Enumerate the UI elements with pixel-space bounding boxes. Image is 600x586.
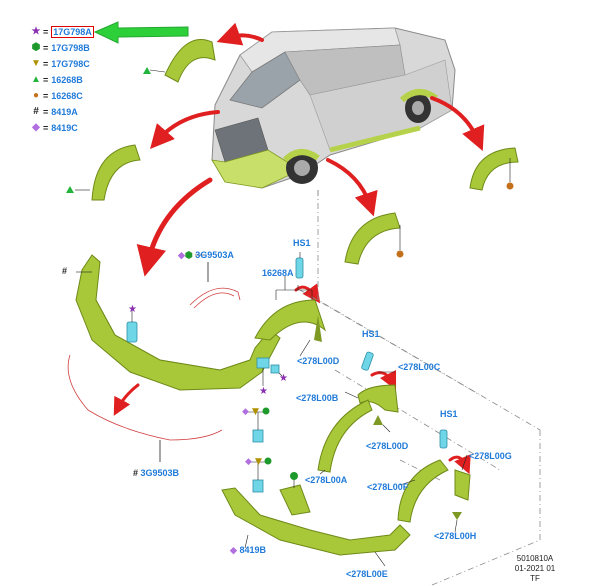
svg-text:◆: ◆ — [245, 457, 252, 467]
leader-lines — [195, 254, 468, 567]
drawing-code: TF — [530, 574, 540, 583]
arch-extension-front — [254, 285, 327, 342]
label-3g9503a: ◆⬢ 3G9503A — [178, 250, 234, 260]
legend-part-number: 16268B — [51, 75, 83, 85]
drawing-reference: 5010810A 01-2021 01 TF — [505, 554, 565, 584]
label-3g9503b: # 3G9503B — [133, 468, 180, 478]
legend-row: ▲=16268B — [30, 74, 83, 86]
circle-icon: ● — [32, 90, 40, 101]
clip-lower-left: ◆ ▼ — [242, 407, 270, 443]
legend-row: # =8419A — [30, 106, 78, 118]
label-278l00c: <278L00C — [398, 362, 441, 372]
legend-part-number: 17G798C — [51, 59, 90, 69]
legend-part-number: 8419C — [51, 123, 78, 133]
legend-part-number: 17G798B — [51, 43, 90, 53]
svg-text:◆: ◆ — [242, 407, 249, 417]
van-illustration — [211, 27, 456, 189]
svg-text:▼: ▼ — [255, 457, 262, 467]
legend-row: ★=17G798A — [30, 26, 94, 38]
legend-equals: = — [43, 107, 49, 117]
legend-row: ⬢=17G798B — [30, 42, 90, 54]
wheel-arch-right — [469, 147, 519, 191]
hexagon-icon: ⬢ — [31, 42, 41, 53]
label-278l00h: <278L00H — [434, 531, 477, 541]
front-bumper — [75, 254, 281, 391]
drawing-date: 01-2021 01 — [514, 564, 556, 573]
label-8419b: ◆ 8419B — [230, 545, 266, 555]
legend-equals: = — [43, 75, 49, 85]
rear-bumper — [221, 472, 411, 556]
svg-text:★: ★ — [279, 373, 288, 384]
triangle-up-icon: ▲ — [31, 74, 41, 85]
label-16268a: 16268A — [262, 268, 294, 278]
clip-right: ★ ★ — [256, 357, 288, 397]
legend-equals: = — [43, 123, 49, 133]
legend-part-number: 16268C — [51, 91, 83, 101]
wheel-arch-lower-right — [344, 212, 404, 265]
legend-equals: = — [43, 27, 49, 37]
label-278l00b: <278L00B — [296, 393, 339, 403]
label-hs1-c: HS1 — [440, 409, 458, 419]
guide-lines — [299, 190, 541, 586]
label-hash: # — [62, 266, 68, 276]
label-278l00a: <278L00A — [305, 475, 348, 485]
wiring-3g9503a — [189, 262, 241, 309]
hs1-clip-c — [439, 429, 448, 449]
clip-lower-right: ◆ ▼ — [245, 457, 272, 493]
legend-equals: = — [43, 43, 49, 53]
legend-part-number: 8419A — [51, 107, 78, 117]
arch-rear-right — [397, 459, 471, 523]
pointer-arrow — [93, 21, 189, 44]
triangle-down-icon: ▼ — [31, 58, 41, 69]
svg-text:★: ★ — [128, 304, 137, 315]
red-arrows — [113, 22, 485, 475]
label-278l00e: <278L00E — [346, 569, 388, 579]
legend-equals: = — [43, 91, 49, 101]
label-278l00d-1: <278L00D — [297, 356, 340, 366]
label-hs1-b: HS1 — [362, 329, 380, 339]
label-hs1-a: HS1 — [293, 238, 311, 248]
svg-text:★: ★ — [259, 386, 268, 397]
legend-row: ◆=8419C — [30, 122, 78, 134]
legend-row: ●=16268C — [30, 90, 83, 102]
label-278l00g: <278L00G — [469, 451, 512, 461]
hs1-clip-b — [361, 351, 374, 371]
hs1-clip-a — [295, 252, 304, 279]
drawing-number: 5010810A — [516, 554, 554, 563]
wiring-3g9503b — [67, 354, 223, 462]
hash-icon: # — [33, 106, 39, 117]
legend-equals: = — [43, 59, 49, 69]
svg-text:▼: ▼ — [252, 407, 259, 417]
label-278l00f: <278L00F — [367, 482, 409, 492]
wheel-arch-upper-left — [143, 38, 216, 83]
wheel-arch-left — [66, 144, 141, 201]
legend-row: ▼=17G798C — [30, 58, 90, 70]
star-icon: ★ — [31, 26, 41, 37]
arch-rear-left — [317, 399, 373, 473]
legend-part-number: 17G798A — [51, 26, 94, 38]
clip-center: ★ — [126, 304, 138, 343]
label-278l00d-2: <278L00D — [366, 441, 409, 451]
diamond-icon: ◆ — [32, 122, 40, 133]
